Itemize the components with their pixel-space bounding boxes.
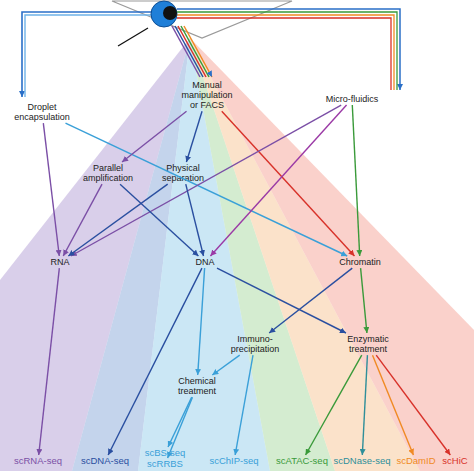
cell-arrow: [181, 26, 209, 77]
cell-arrow: [177, 9, 400, 90]
cell-body: [151, 1, 177, 27]
cell-arrow: [178, 26, 206, 77]
method-label: scHiC: [438, 456, 472, 467]
flow-arrow: [186, 111, 202, 162]
flow-arrow: [210, 105, 346, 256]
node-text: Enzymatic treatment: [341, 334, 395, 354]
cell-arrow: [22, 12, 152, 97]
process-step: Micro-fluidics: [317, 94, 387, 104]
node-text: Immuno- precipitation: [226, 334, 284, 354]
method-label: scDNA-seq: [78, 456, 132, 467]
node-text: Manual manipulation or FACS: [177, 80, 237, 110]
node-text: DNA: [190, 257, 220, 267]
cell-arrow: [184, 26, 212, 77]
node-text: Chromatin: [334, 257, 386, 267]
flow-arrow: [222, 111, 355, 256]
cell-arrow: [177, 18, 391, 90]
process-step: Chemical treatment: [171, 376, 223, 396]
flow-arrow: [235, 355, 253, 455]
process-step: Immuno- precipitation: [226, 334, 284, 354]
node-text: scATAC-seq: [273, 456, 331, 467]
flow-arrow: [65, 123, 347, 256]
flow-arrow: [68, 184, 167, 256]
flow-arrow: [212, 355, 239, 375]
node-text: Micro-fluidics: [317, 94, 387, 104]
method-label: scDNase-seq: [332, 456, 392, 467]
molecule-type: Chromatin: [334, 257, 386, 267]
flow-arrow: [198, 268, 205, 375]
flow-arrow: [269, 268, 352, 333]
flow-arrow: [122, 111, 186, 162]
method-label: scRRBS: [142, 459, 188, 470]
flow-arrow: [361, 268, 367, 333]
leader-line: [118, 28, 148, 46]
cell-arrow: [177, 15, 394, 90]
node-text: scRNA-seq: [11, 456, 65, 467]
node-text: scDNase-seq: [332, 456, 392, 467]
method-label: scATAC-seq: [273, 456, 331, 467]
funnel-outline: [112, 1, 292, 38]
flow-arrow: [71, 105, 341, 256]
flow-arrow: [373, 355, 414, 455]
process-step: Parallel amplification: [79, 163, 137, 183]
molecule-type: DNA: [190, 257, 220, 267]
flow-arrow: [168, 397, 193, 458]
flow-arrow: [39, 268, 60, 455]
node-text: scHiC: [438, 456, 472, 467]
flow-arrow: [217, 268, 346, 333]
node-text: Physical separation: [157, 163, 209, 183]
red-band: [190, 38, 474, 471]
method-label: scRNA-seq: [11, 456, 65, 467]
flow-arrow: [108, 268, 202, 455]
node-text: Parallel amplification: [79, 163, 137, 183]
flow-arrow: [352, 105, 359, 256]
flow-arrow: [186, 184, 204, 256]
molecule-type: RNA: [45, 257, 75, 267]
flow-arrow: [43, 123, 59, 256]
node-text: scDamID: [393, 456, 439, 467]
flow-arrow: [376, 355, 450, 455]
process-step: Physical separation: [157, 163, 209, 183]
process-step: Manual manipulation or FACS: [177, 80, 237, 110]
cell-arrow: [177, 12, 397, 90]
flow-arrow: [168, 397, 192, 447]
node-text: Chemical treatment: [171, 376, 223, 396]
node-text: Droplet encapsulation: [11, 102, 73, 122]
process-step: Droplet encapsulation: [11, 102, 73, 122]
method-label: scChIP-seq: [206, 456, 262, 467]
node-text: scChIP-seq: [206, 456, 262, 467]
cell-arrow: [25, 15, 152, 97]
cell-nucleus: [163, 6, 177, 20]
node-text: scDNA-seq: [78, 456, 132, 467]
method-label: scDamID: [393, 456, 439, 467]
node-text: scBS-seq: [142, 448, 188, 459]
node-text: RNA: [45, 257, 75, 267]
flow-arrow: [362, 355, 367, 455]
flow-arrow: [63, 184, 102, 256]
process-step: Enzymatic treatment: [341, 334, 395, 354]
node-text: scRRBS: [142, 459, 188, 470]
method-label: scBS-seq: [142, 448, 188, 459]
flow-arrow: [120, 184, 198, 256]
flow-arrow: [306, 355, 362, 455]
